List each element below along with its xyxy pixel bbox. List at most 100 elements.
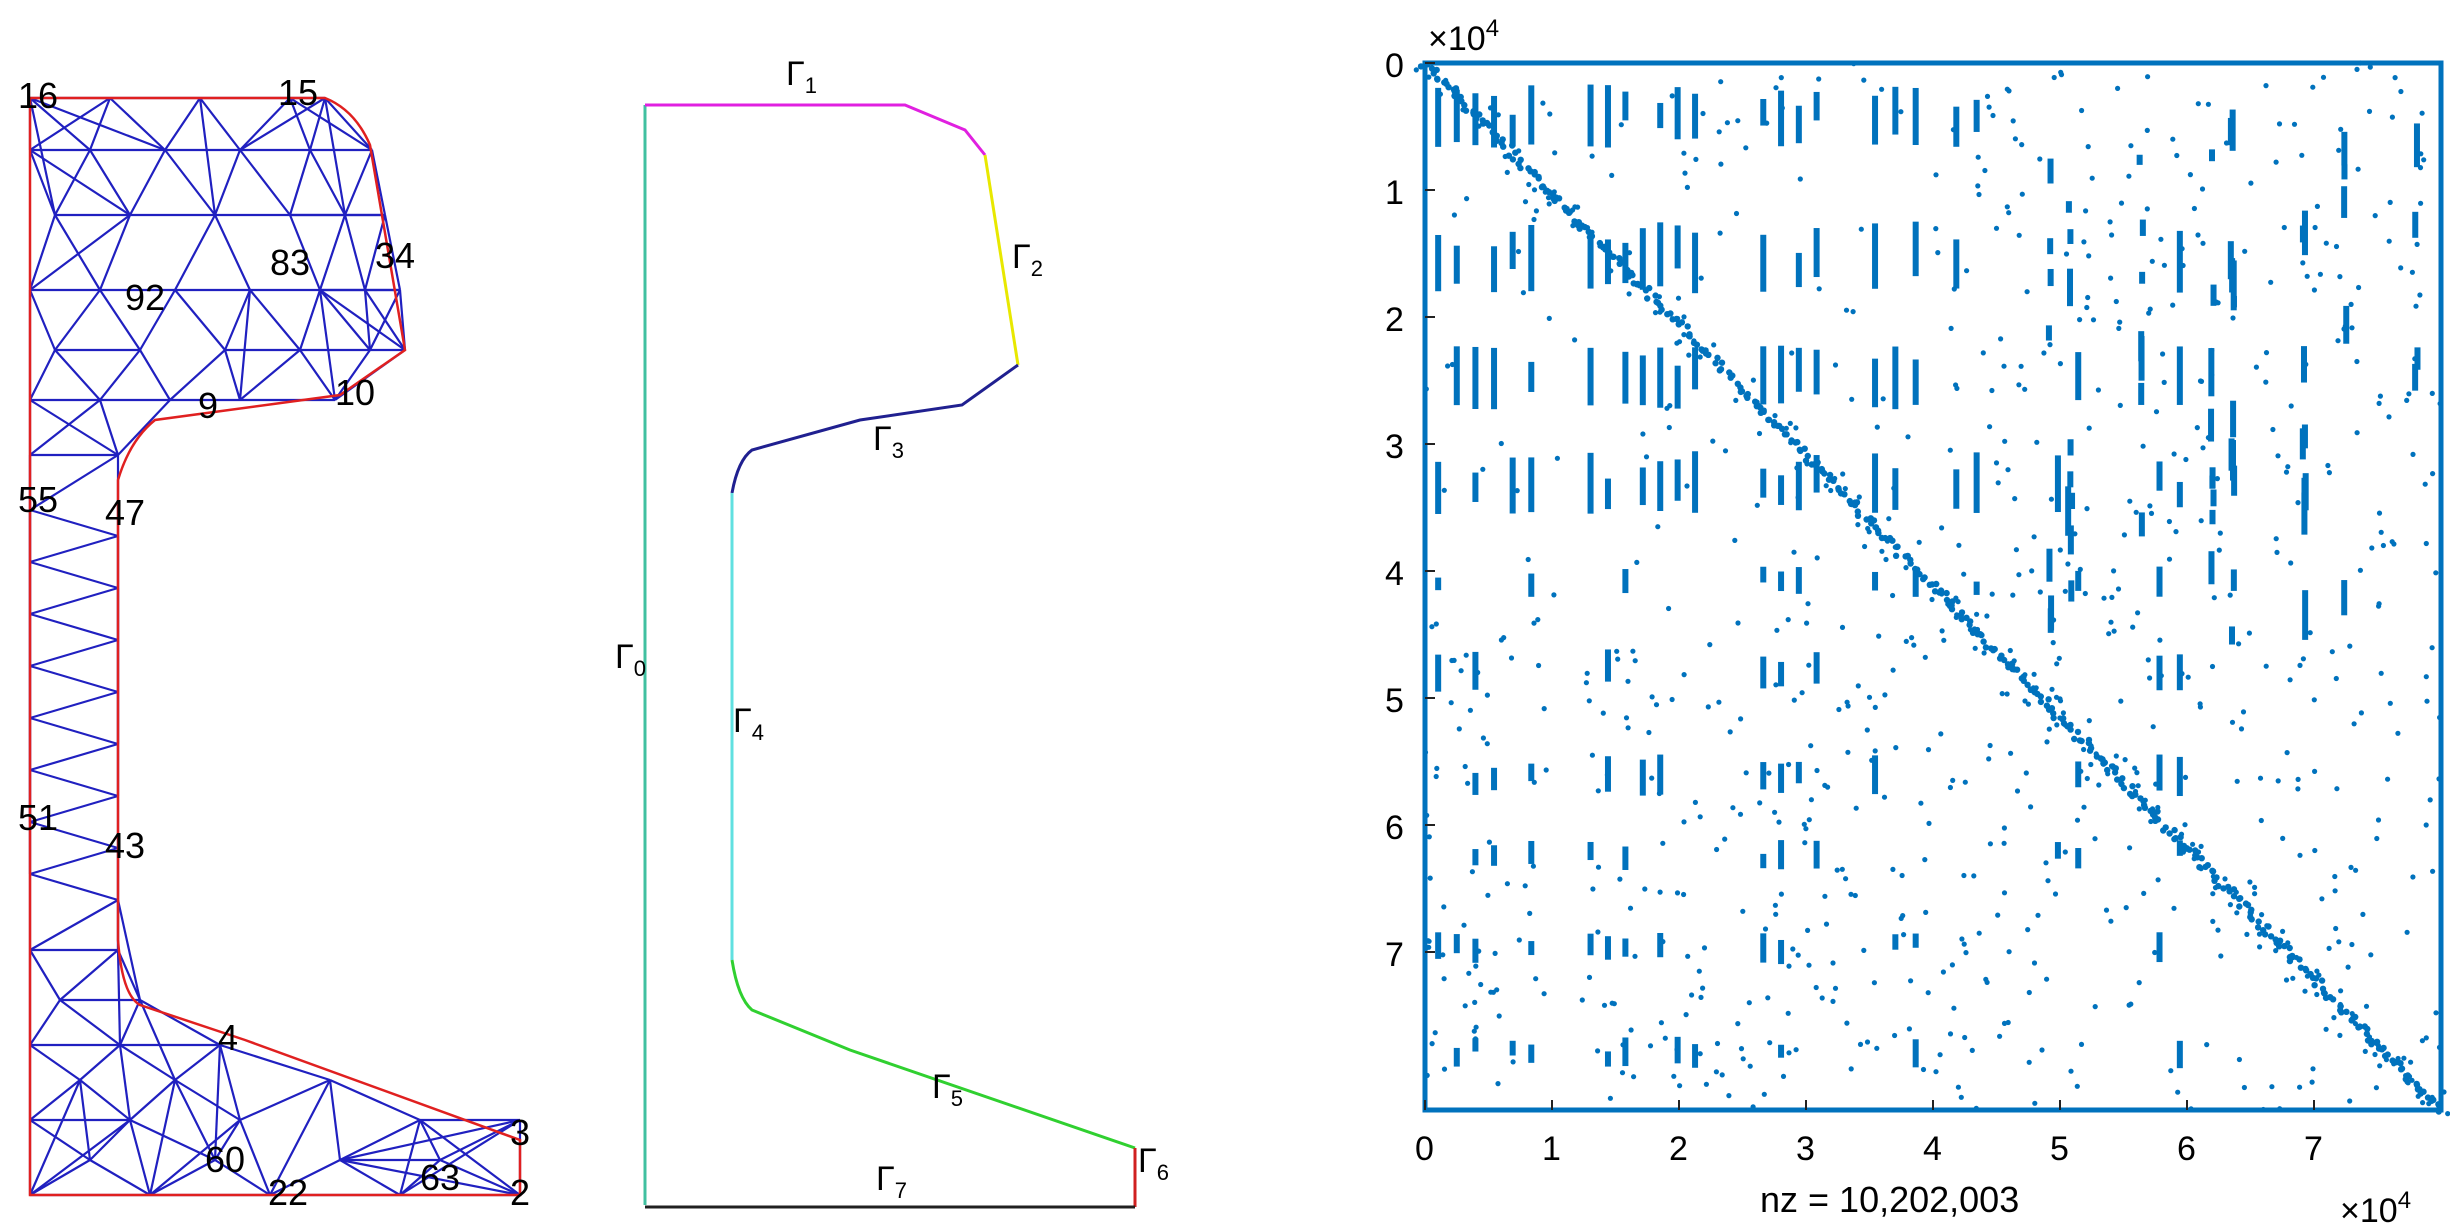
nonzero-marker [1472,999,1478,1006]
nonzero-block [2067,525,2074,555]
nonzero-marker [2118,200,2125,206]
nonzero-marker [1445,363,1451,369]
mesh-edge [29,1044,81,1081]
nonzero-marker [2158,673,2164,679]
nonzero-marker [2108,763,2115,769]
nonzero-marker [1890,667,1896,673]
nonzero-marker [2347,1098,2353,1104]
nonzero-marker [1525,556,1531,563]
mesh-edge [289,97,373,151]
mesh-edge [29,560,119,590]
nonzero-marker [1689,992,1695,998]
nonzero-marker [2166,556,2173,562]
nonzero-marker [2319,896,2325,902]
y-tick-5: 5 [1385,682,1404,720]
nonzero-marker [1551,592,1557,598]
nonzero-marker [2275,453,2281,459]
mesh-edge [29,846,119,876]
nonzero-marker [2121,532,2127,538]
nonzero-marker [2384,1051,2391,1058]
nonzero-marker [1514,488,1520,494]
nonzero-marker [2423,674,2429,680]
nonzero-marker [2418,200,2424,206]
nonzero-marker [1872,704,1878,711]
nonzero-marker [1590,886,1596,892]
nonzero-marker [1785,1010,1791,1016]
nonzero-block [1528,573,1535,597]
mesh-edge [139,349,171,401]
nonzero-marker [2377,393,2383,399]
mesh-edge [164,97,201,151]
nonzero-block [1778,1044,1785,1058]
nonzero-block [1528,763,1535,782]
x-axis-label: nz = 10,202,003 [1760,1179,2019,1220]
nonzero-block [2047,158,2054,184]
mesh-edge [29,97,91,151]
nonzero-marker [1974,628,1980,634]
nonzero-marker [2355,166,2361,172]
mesh-edge [363,289,372,351]
nonzero-marker [2360,911,2366,918]
nonzero-marker [2424,698,2430,704]
nonzero-marker [1955,599,1961,605]
nonzero-marker [1461,101,1468,109]
nonzero-marker [1802,457,1810,464]
nonzero-marker [1631,1074,1637,1080]
nonzero-marker [1857,1041,1864,1047]
nonzero-marker [1964,268,1970,274]
nonzero-marker [1898,915,1904,922]
nonzero-marker [1705,351,1712,358]
nonzero-marker [2348,1017,2355,1024]
nonzero-block [1953,239,1960,289]
nonzero-marker [1890,866,1896,873]
nonzero-marker [1855,522,1861,528]
nonzero-marker [1853,805,1859,811]
nonzero-marker [1767,1040,1773,1046]
nonzero-marker [1935,250,1941,256]
mesh-edge [54,149,91,216]
mesh-edge [213,149,242,216]
nonzero-marker [2049,686,2055,692]
nonzero-marker [2079,107,2085,114]
nonzero-marker [2433,1010,2439,1016]
nonzero-block [1760,853,1767,869]
nonzero-marker [1475,669,1481,676]
nonzero-marker [2397,1066,2405,1073]
nonzero-marker [2236,641,2242,647]
nonzero-marker [2047,342,2053,348]
nonzero-marker [1901,932,1907,938]
nonzero-marker [1652,292,1659,299]
nonzero-marker [2259,912,2265,918]
mesh-edge [129,149,166,216]
nonzero-marker [1806,817,1812,823]
mesh-edge [288,149,312,216]
nonzero-marker [1461,922,1467,928]
nonzero-marker [1432,1030,1438,1036]
nonzero-block [2176,346,2183,405]
nonzero-marker [1485,892,1491,898]
nonzero-marker [1933,226,1939,232]
nonzero-marker [1619,1070,1626,1076]
mesh-edge [318,214,347,291]
nonzero-marker [2034,439,2040,445]
nonzero-marker [2018,363,2024,369]
nonzero-marker [2378,670,2384,676]
nonzero-marker [1864,1039,1871,1045]
mesh-edge [269,1159,341,1196]
y-tick-1: 1 [1385,174,1404,212]
nonzero-marker [1441,904,1447,910]
nonzero-block [1509,457,1516,514]
nonzero-marker [2409,269,2415,275]
nonzero-marker [1671,1073,1677,1079]
nonzero-marker [1655,524,1661,530]
nonzero-marker [2170,302,2176,308]
nonzero-block [2046,548,2053,582]
nonzero-marker [2430,471,2436,477]
nonzero-marker [2429,390,2435,396]
nonzero-block [2208,149,2215,162]
nonzero-marker [1778,891,1784,897]
nonzero-block [1795,347,1802,392]
nonzero-marker [2320,74,2327,80]
nonzero-marker [2247,912,2253,918]
nonzero-marker [1814,767,1820,774]
